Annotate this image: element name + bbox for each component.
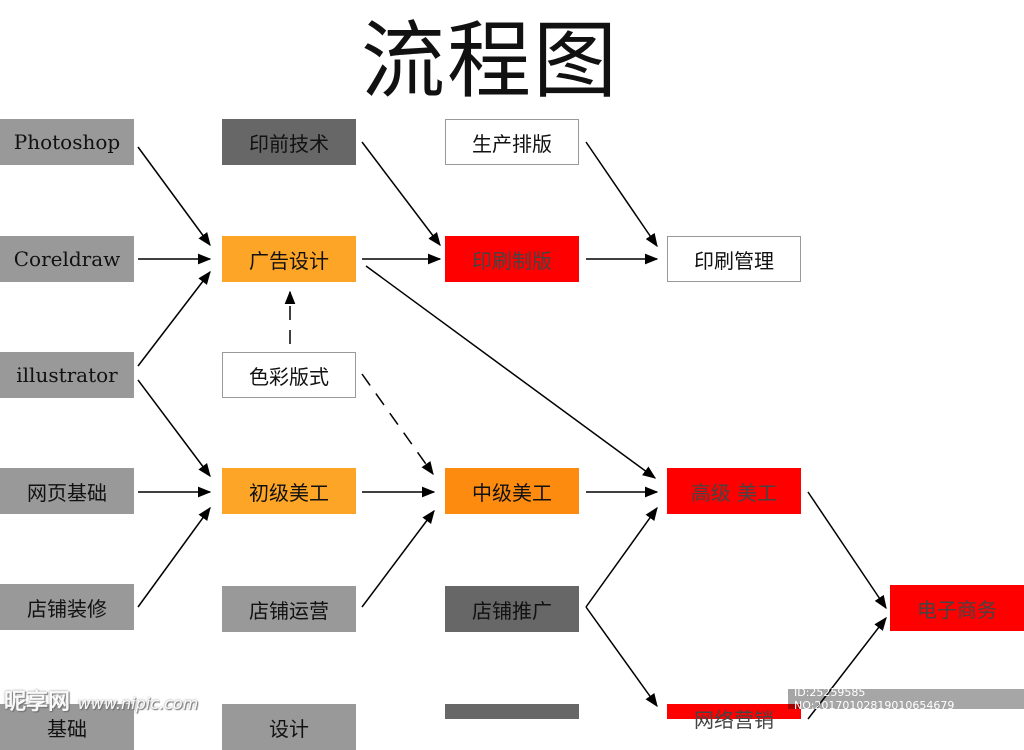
watermark-logo: 昵享网 www.nipic.com [4,684,198,716]
node-prepress: 印前技术 [222,119,356,165]
node-column3-cutoff [445,704,579,719]
edge-promo-network [585,606,658,708]
edge-production-mgmt [585,141,658,248]
node-print-plate: 印刷制版 [445,236,579,282]
node-network-marketing: 网络营销 [667,704,801,732]
edge-network-ecom [807,616,887,720]
node-ad-design: 广告设计 [222,236,356,282]
node-ecommerce: 电子商务 [890,585,1024,631]
edge-senior-ecom [807,491,887,610]
node-mid-artist: 中级美工 [445,468,579,514]
edge-ad-senior [365,265,657,479]
node-illustrator: illustrator [0,352,134,398]
node-shop-promo: 店铺推广 [445,586,579,632]
watermark-site-url: www.nipic.com [77,694,199,713]
page-title: 流程图 [360,12,619,110]
edge-color-mid [361,373,434,476]
node-basics: 基础 [0,704,134,750]
node-coreldraw: Coreldraw [0,236,134,282]
edge-illustrator-ad [137,270,211,367]
edge-prepress-print [361,141,441,247]
edge-shop-decor-junior [137,506,211,608]
edge-shop-ops-mid [361,509,435,608]
edge-promo-senior [585,506,658,608]
node-shop-decor: 店铺装修 [0,584,134,630]
node-print-mgmt: 印刷管理 [667,236,801,282]
node-junior-artist: 初级美工 [222,468,356,514]
edge-illustrator-junior [137,379,211,478]
node-shop-ops: 店铺运营 [222,586,356,632]
node-color-layout: 色彩版式 [222,352,356,398]
watermark-id: ID:25259585 NO:20170102819010654679 [788,686,1024,712]
edge-photoshop-ad [137,146,211,247]
node-senior-artist: 高级 美工 [667,468,801,514]
node-web-basics: 网页基础 [0,468,134,514]
edge-layer [137,141,887,720]
node-production-layout: 生产排版 [445,119,579,165]
watermark-site-name: 昵享网 [4,690,71,715]
node-design: 设计 [222,704,356,750]
node-photoshop: Photoshop [0,119,134,165]
